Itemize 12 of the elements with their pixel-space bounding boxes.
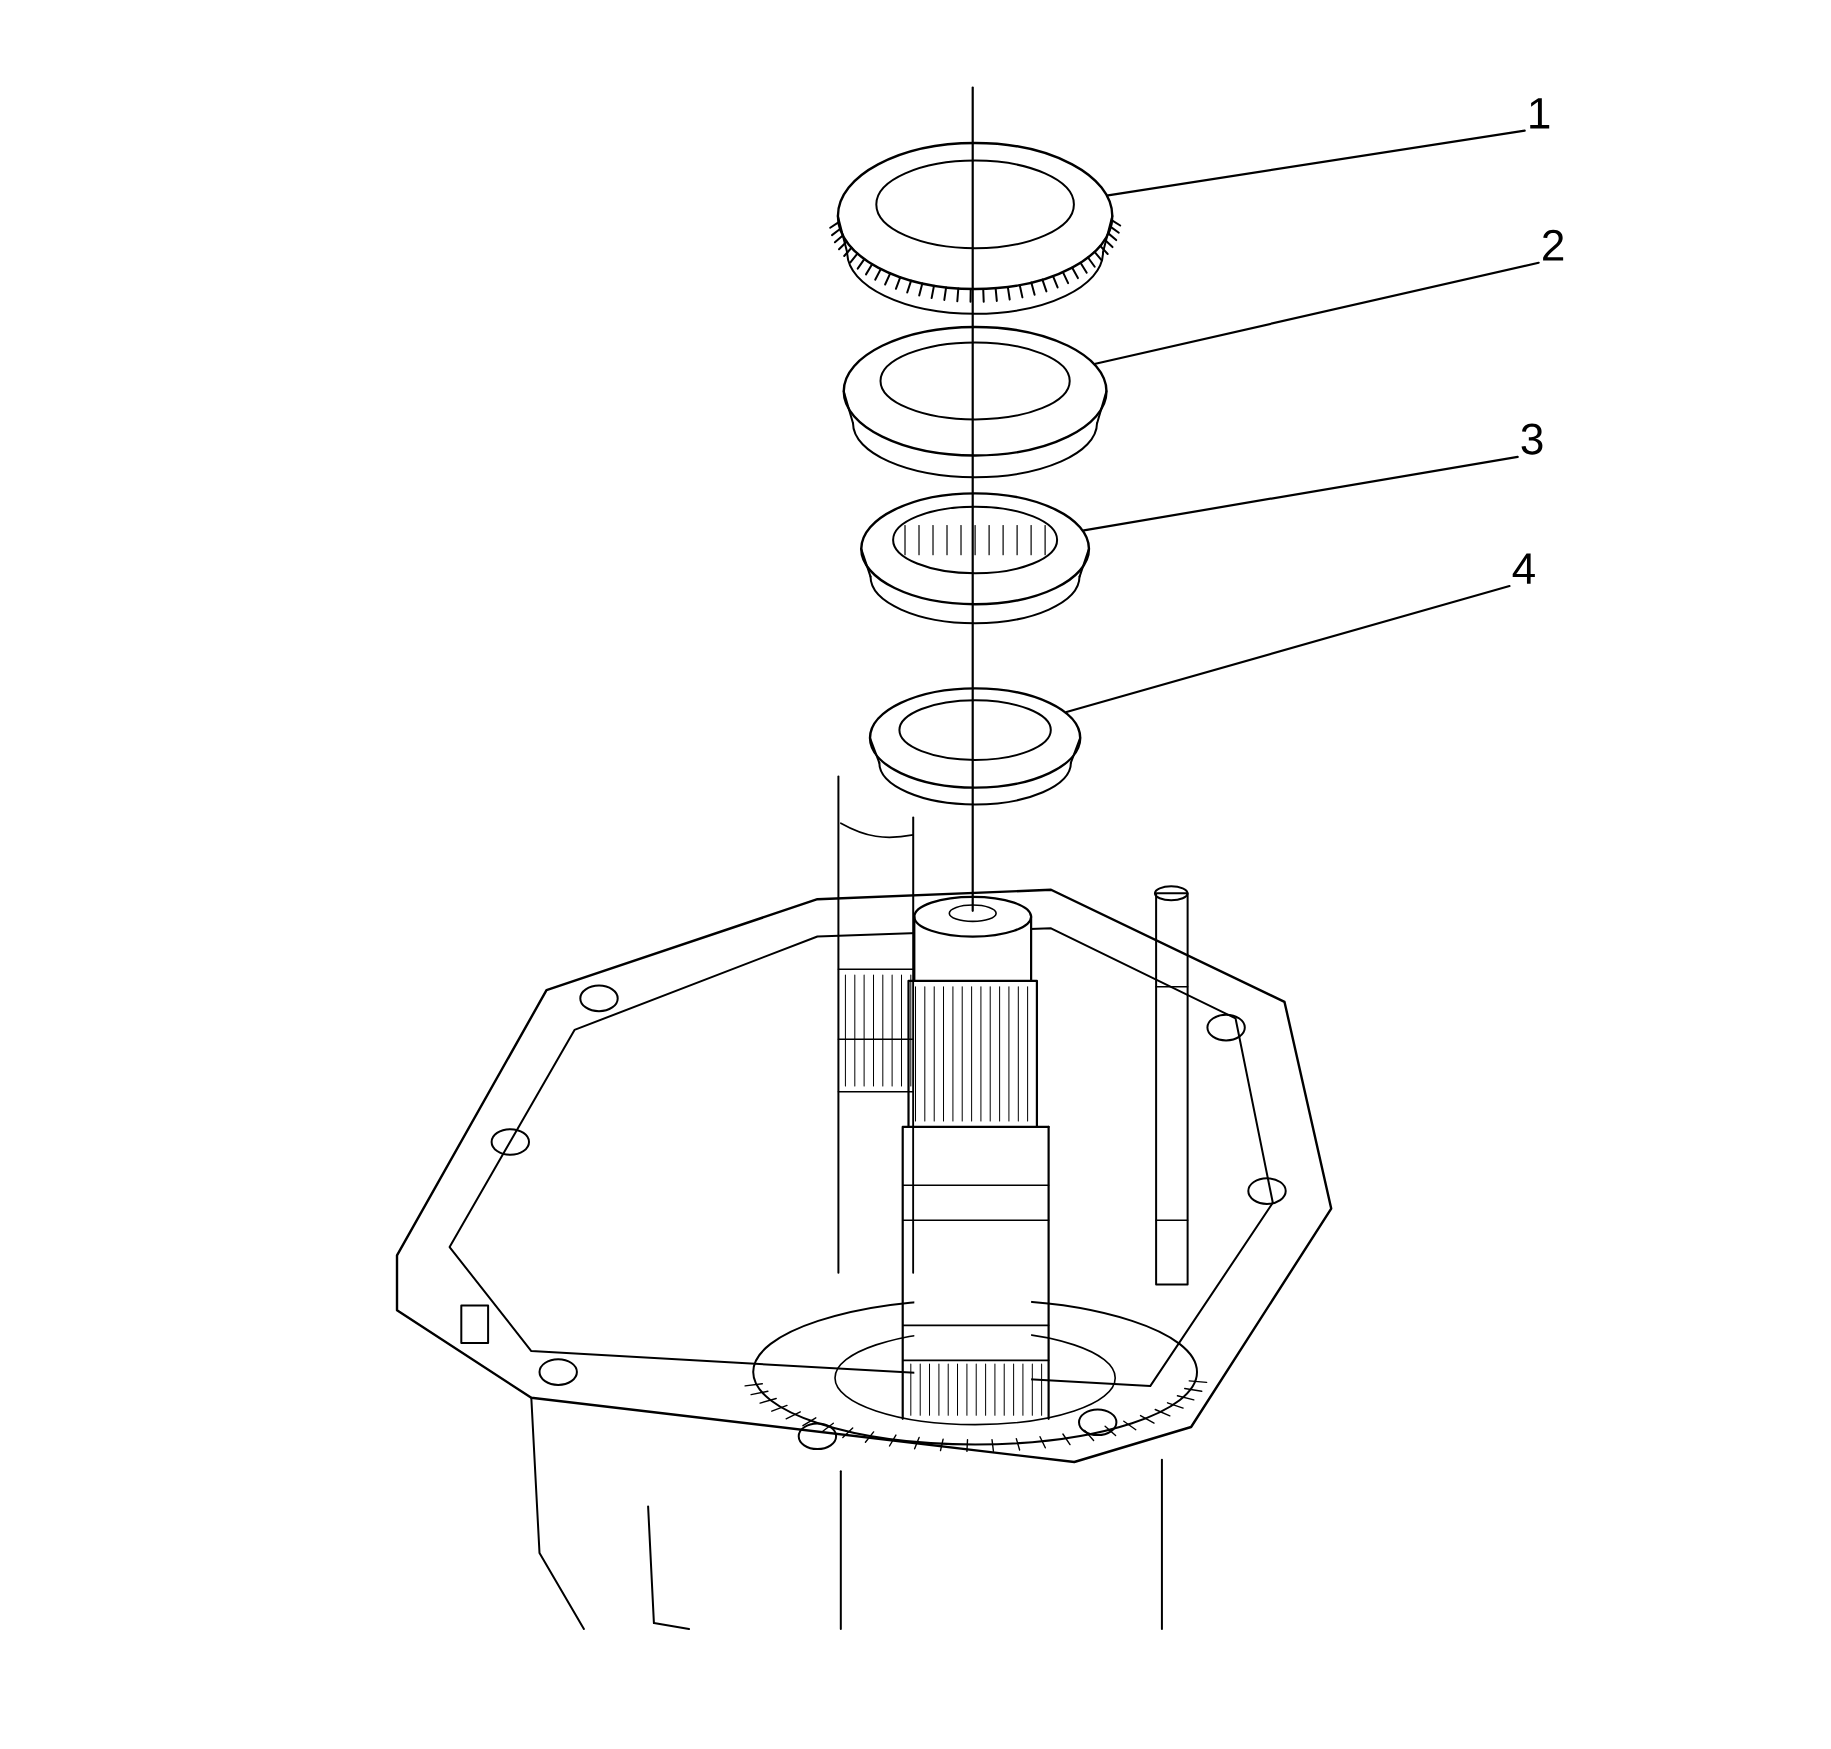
blocker-ring-drawing bbox=[842, 325, 1108, 479]
bearing-drawing bbox=[860, 492, 1091, 625]
callout-number: 2 bbox=[1543, 229, 1564, 261]
leader-line bbox=[1094, 261, 1540, 365]
callout-number: 4 bbox=[1512, 553, 1535, 584]
thrust-washer-drawing bbox=[868, 687, 1082, 806]
synchronizer-ring-drawing bbox=[829, 141, 1122, 315]
leader-line bbox=[1106, 129, 1526, 197]
leader-line bbox=[1082, 455, 1519, 532]
callout-number: 1 bbox=[1530, 98, 1550, 129]
leader-line bbox=[1065, 584, 1511, 714]
callout-number: 3 bbox=[1521, 423, 1543, 455]
